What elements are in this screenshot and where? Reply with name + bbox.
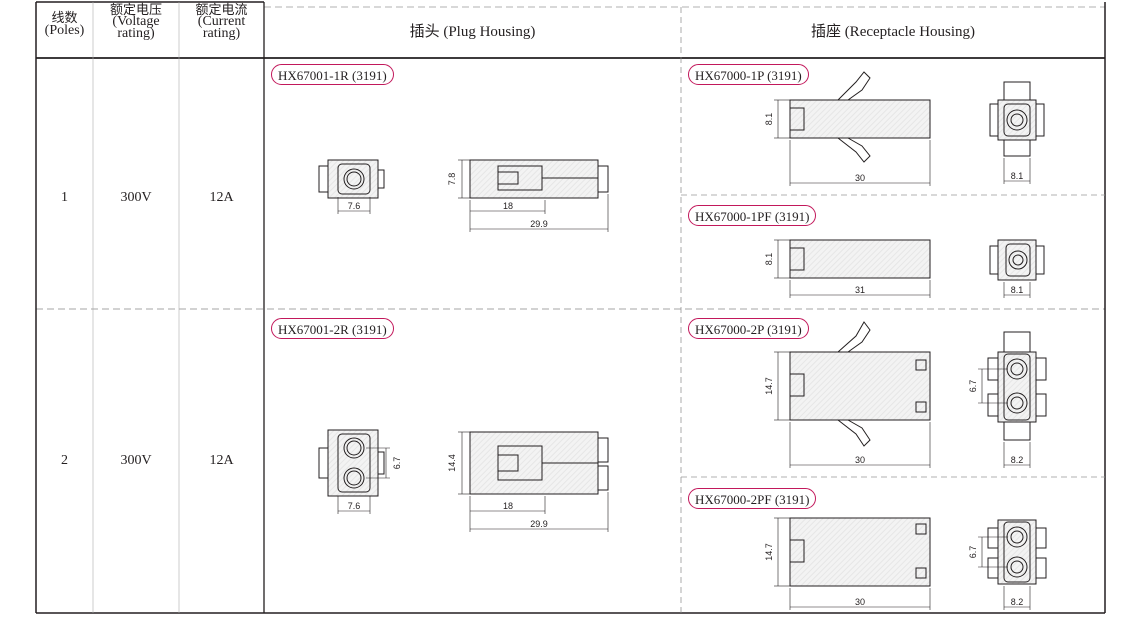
dim-receptacle-1p-height: 8.1 [764,113,774,126]
row1-current: 12A [209,190,234,205]
row2-voltage: 300V [120,453,152,468]
plug-1r-front-dim [337,197,371,214]
row2-current: 12A [209,453,234,468]
dim-plug-2r-height: 14.4 [447,454,457,472]
plug-2r-side-dims [458,431,609,532]
receptacle-1p-front-view [989,81,1045,157]
dim-receptacle-2p-height: 14.7 [764,377,774,395]
header-poles-cn: 线数 [51,10,78,25]
dim-plug-2r-length-inner: 18 [503,501,513,511]
part-number-receptacle-2p: HX67000-2P (3191) [688,318,809,339]
plug-1r-side-dims [458,159,609,232]
receptacle-2p-front-dims [978,368,1031,468]
receptacle-1p-front-dim [1003,158,1031,184]
dim-receptacle-1p-front-width: 8.1 [1011,171,1024,181]
plug-1r-side-view [469,159,609,199]
row2-poles: 2 [61,453,68,468]
dim-receptacle-1pf-length: 31 [855,285,865,295]
dim-receptacle-2pf-height: 14.7 [764,543,774,561]
row1-voltage: 300V [120,190,152,205]
dim-plug-1r-front-width: 7.6 [348,201,361,211]
dim-receptacle-2pf-pitch: 6.7 [968,546,978,559]
header-voltage-en2: rating) [117,26,155,41]
dim-receptacle-1pf-height: 8.1 [764,253,774,266]
header-voltage-cn: 额定电压 [109,2,162,17]
part-number-plug-1r: HX67001-1R (3191) [271,64,394,85]
header-voltage-en1: (Voltage [112,14,160,29]
dim-receptacle-2pf-length: 30 [855,597,865,607]
receptacle-1pf-side-dims [774,239,931,298]
receptacle-1p-side-dims [774,99,931,186]
dim-receptacle-1p-length: 30 [855,173,865,183]
header-current-en1: (Current [197,14,246,29]
part-number-receptacle-1p: HX67000-1P (3191) [688,64,809,85]
dim-plug-2r-length-total: 29.9 [530,519,548,529]
plug-2r-front-view [318,429,385,497]
plug-2r-front-dims [337,447,390,514]
receptacle-1p-side-view [789,71,931,163]
receptacle-2p-side-dims [774,351,931,468]
header-current-cn: 额定电流 [195,2,248,17]
receptacle-2p-side-view [789,321,931,447]
header-poles: 线数 (Poles) [36,10,93,38]
header-voltage: 额定电压 (Voltage rating) [93,2,179,41]
dim-receptacle-1pf-front-width: 8.1 [1011,285,1024,295]
dim-receptacle-2p-length: 30 [855,455,865,465]
part-number-receptacle-1pf: HX67000-1PF (3191) [688,205,817,226]
receptacle-2pf-side-view [789,517,931,587]
part-number-receptacle-2pf: HX67000-2PF (3191) [688,488,817,509]
receptacle-2pf-front-view [987,519,1047,585]
header-poles-en: (Poles) [44,23,85,38]
receptacle-2pf-side-dims [774,517,931,610]
row1-poles: 1 [61,190,68,205]
receptacle-1pf-side-view [789,239,931,279]
plug-1r-front-view [318,159,385,199]
dim-receptacle-2p-pitch: 6.7 [968,380,978,393]
dim-plug-1r-height: 7.8 [447,173,457,186]
plug-2r-side-view [469,431,609,495]
part-number-plug-2r: HX67001-2R (3191) [271,318,394,339]
dim-plug-1r-length-total: 29.9 [530,219,548,229]
dim-plug-2r-pitch: 6.7 [392,457,402,470]
header-current: 额定电流 (Current rating) [179,2,264,41]
header-current-en2: rating) [202,26,241,41]
receptacle-2pf-front-dims [978,536,1031,610]
receptacle-1pf-front-dim [1003,282,1031,298]
dim-plug-2r-front-width: 7.6 [348,501,361,511]
receptacle-2p-front-view [987,331,1047,441]
receptacle-1pf-front-view [989,239,1045,281]
header-receptacle-housing: 插座 (Receptacle Housing) [810,24,976,40]
header-plug-housing: 插头 (Plug Housing) [409,24,536,40]
dim-receptacle-2pf-front-width: 8.2 [1011,597,1024,607]
dim-receptacle-2p-front-width: 8.2 [1011,455,1024,465]
dim-plug-1r-length-inner: 18 [503,201,513,211]
